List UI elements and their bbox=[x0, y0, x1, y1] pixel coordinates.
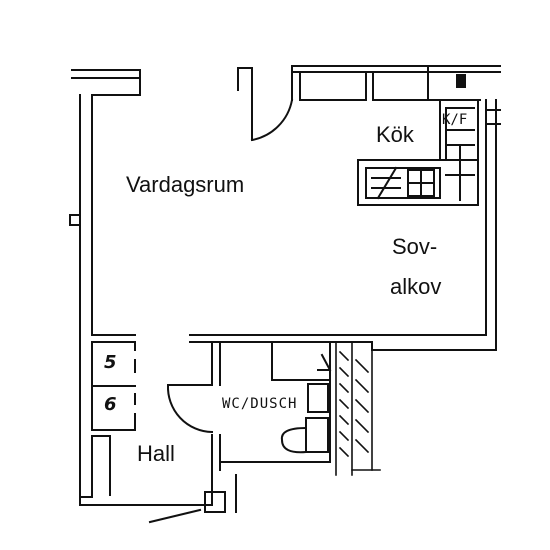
middle-wall bbox=[91, 334, 497, 351]
top-wall bbox=[71, 65, 501, 101]
room-label-wc: WC/DUSCH bbox=[222, 396, 298, 412]
room-label-sleep-alcove-2: alkov bbox=[390, 274, 442, 299]
room-label-kitchen: Kök bbox=[376, 122, 414, 147]
closet-6-label: 6 bbox=[104, 394, 117, 415]
closets bbox=[91, 341, 136, 496]
fridge-freezer-label: K/F bbox=[442, 112, 468, 128]
shaft bbox=[335, 341, 381, 476]
left-wall bbox=[69, 94, 211, 506]
toilet bbox=[280, 383, 329, 454]
entry bbox=[148, 461, 237, 524]
right-wall bbox=[485, 99, 501, 351]
closet-5-label: 5 bbox=[104, 352, 117, 373]
chimney-block bbox=[456, 74, 466, 88]
living-room-door bbox=[250, 89, 294, 142]
bathroom-door bbox=[166, 383, 214, 434]
room-label-living: Vardagsrum bbox=[126, 172, 245, 197]
room-label-sleep-alcove-1: Sov- bbox=[392, 234, 438, 259]
bathroom-walls bbox=[211, 341, 332, 463]
kitchen-block bbox=[357, 99, 481, 206]
room-label-hall: Hall bbox=[137, 441, 175, 466]
